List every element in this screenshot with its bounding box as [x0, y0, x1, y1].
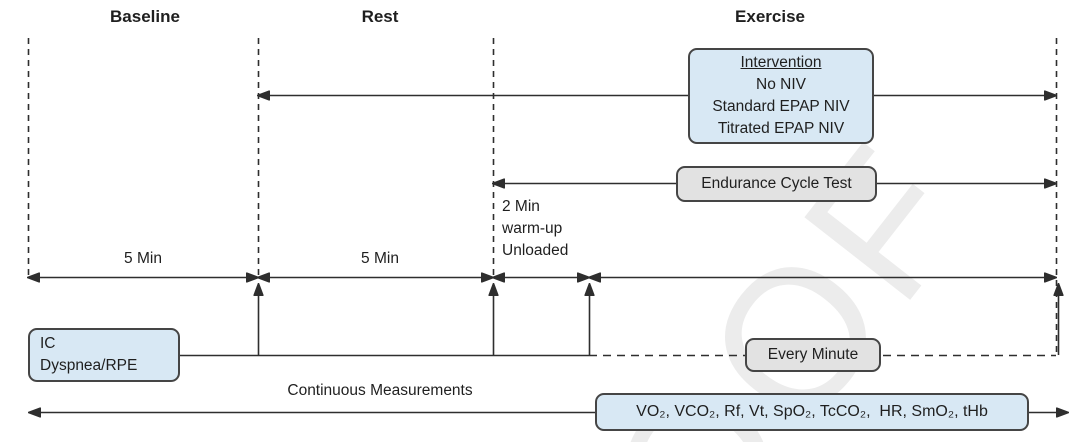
intervention-option-no-niv: No NIV [756, 76, 806, 93]
timepoint-up-arrows [259, 284, 1059, 355]
every-minute-box: Every Minute [745, 338, 881, 372]
ic-dyspnea-box: IC Dyspnea/RPE [28, 328, 180, 382]
intervention-title: Intervention [740, 54, 822, 71]
endurance-cycle-test-box: Endurance Cycle Test [676, 166, 877, 202]
warmup-note: 2 Min warm-up Unloaded [502, 198, 569, 259]
phase-label-exercise: Exercise [735, 7, 805, 26]
phase-label-rest: Rest [361, 7, 399, 26]
intervention-option-standard-epap: Standard EPAP NIV [712, 98, 850, 115]
duration-label-rest: 5 Min [361, 250, 399, 267]
measurements-box: VO₂, VCO₂, Rf, Vt, SpO₂, TcCO₂, HR, SmO₂… [595, 393, 1029, 431]
intervention-option-titrated-epap: Titrated EPAP NIV [717, 120, 845, 137]
duration-label-baseline: 5 Min [124, 250, 162, 267]
intervention-box: Intervention No NIV Standard EPAP NIV Ti… [688, 48, 874, 144]
continuous-measurements-label: Continuous Measurements [287, 382, 473, 399]
phase-separator-lines [27, 38, 1058, 355]
phase-label-baseline: Baseline [110, 7, 180, 26]
